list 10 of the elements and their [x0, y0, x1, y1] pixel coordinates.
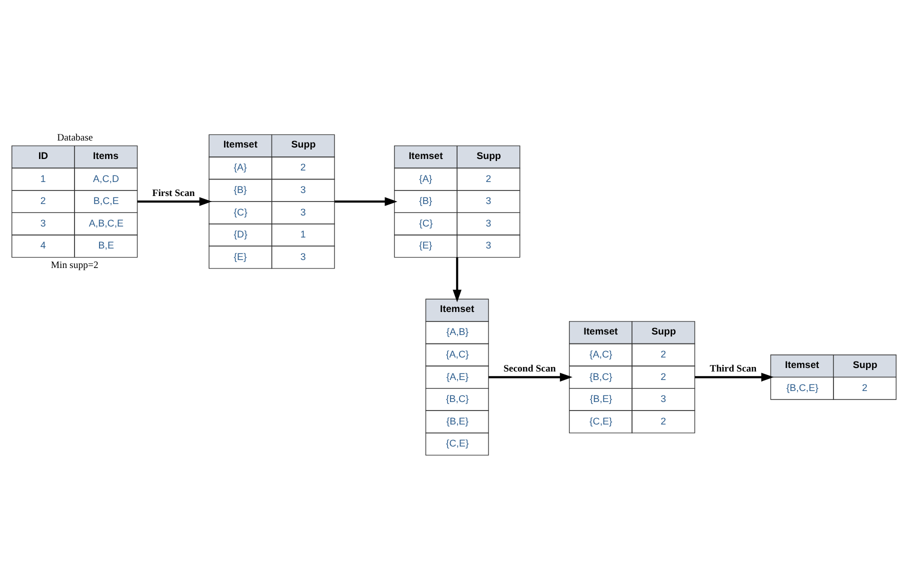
node-label: Min supp=2: [50, 260, 98, 271]
arrow: [138, 197, 212, 206]
arrow: [694, 372, 774, 382]
arrow: [452, 257, 462, 302]
arrow: [334, 197, 398, 206]
node-label: Database: [57, 132, 93, 144]
edge-label: First Scan: [152, 188, 195, 200]
arrow: [488, 372, 572, 382]
edge-label: Second Scan: [503, 364, 556, 375]
edge-label: Third Scan: [710, 364, 757, 375]
